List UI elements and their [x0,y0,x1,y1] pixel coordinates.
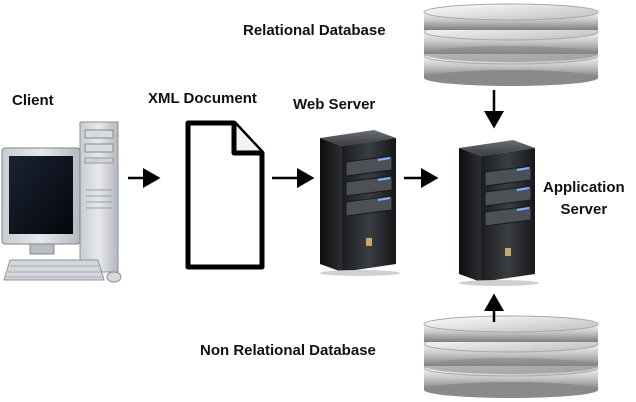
relational-database-label: Relational Database [243,22,386,39]
application-server-label: Application Server [543,179,625,219]
application-server [455,136,541,286]
server-tower-icon [320,130,400,276]
client-computer [0,120,130,288]
xml-document [182,117,268,273]
document-icon [185,120,265,270]
non-relational-database-label: Non Relational Database [200,342,376,359]
non-relational-database [420,314,602,400]
web-server-label: Web Server [293,96,376,113]
server-tower-icon [459,140,539,286]
database-disk-stack-icon [423,315,599,398]
application-server-label-line2: Server [560,201,608,218]
desktop-computer-icon [1,121,122,283]
client-label: Client [12,92,54,109]
application-server-label-line1: Application [543,179,625,196]
relational-database [420,2,602,88]
database-disk-stack-icon [423,3,599,86]
xml-document-label: XML Document [148,90,257,107]
web-server [316,126,402,276]
